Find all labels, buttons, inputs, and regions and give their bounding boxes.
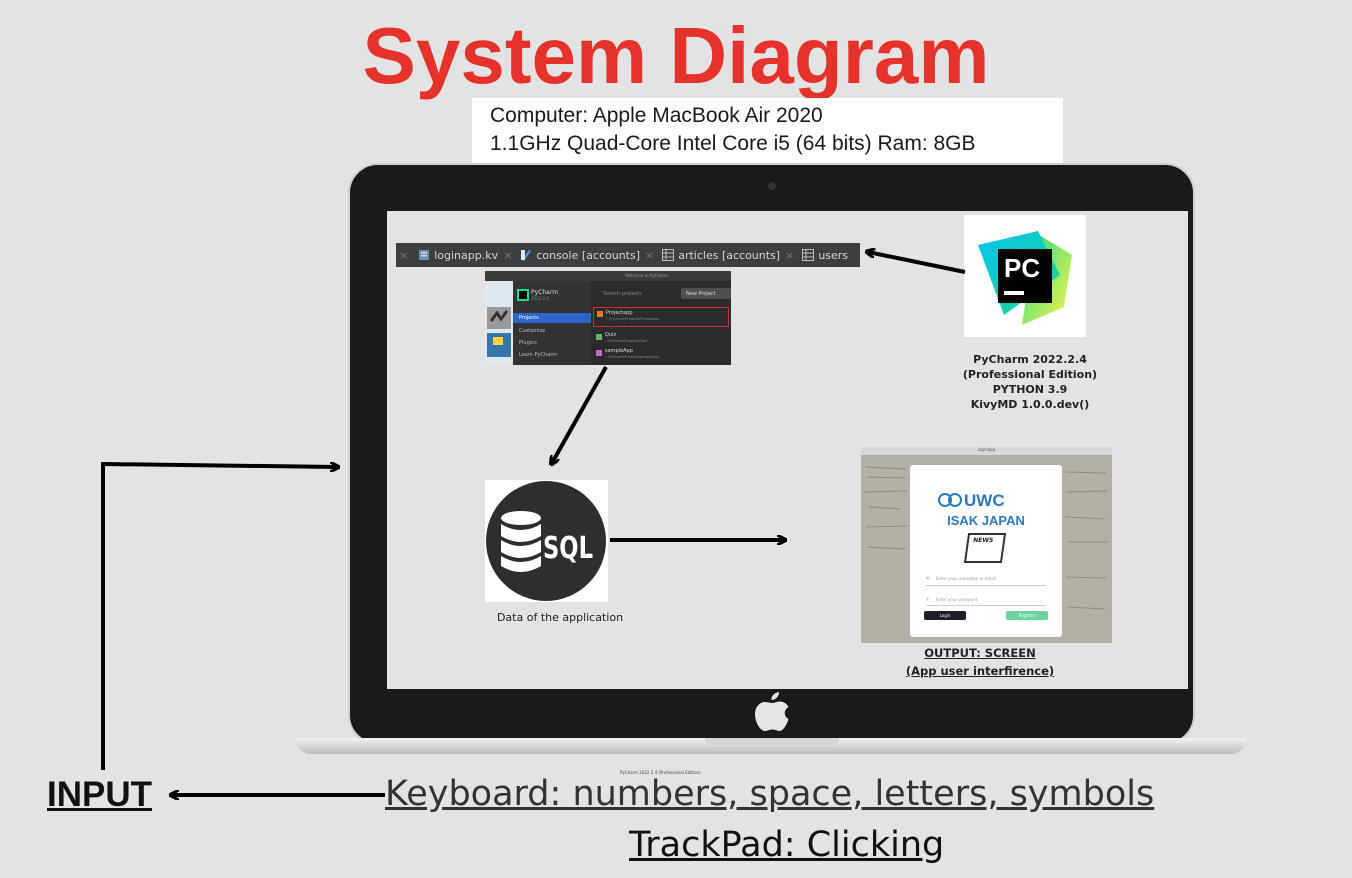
brand-line-uwc: UWC <box>964 491 1005 510</box>
project-path: ~/PycharmProjects/Projectapp <box>606 317 659 321</box>
close-icon[interactable]: × <box>399 248 409 262</box>
sql-logo-text: SQL <box>543 531 593 566</box>
close-icon[interactable]: × <box>503 248 513 262</box>
welcome-app-version: 2022.2.4 <box>531 296 549 301</box>
output-caption: OUTPUT: SCREEN (App user interfirence) <box>880 644 1080 680</box>
sidebar-item-plugins[interactable]: Plugins <box>519 340 537 346</box>
tiny-caption: PyCharm 2022.2.4 (Professional Edition) <box>620 770 701 775</box>
camera-icon <box>768 182 776 190</box>
project-icon <box>596 334 602 340</box>
close-icon[interactable]: × <box>645 248 655 262</box>
kv-file-icon <box>418 249 430 261</box>
pycharm-version: PyCharm 2022.2.4 <box>973 353 1087 366</box>
pycharm-logo-text: PC <box>1004 253 1040 283</box>
pycharm-logo: PC <box>964 215 1086 337</box>
specs-line-computer: Computer: Apple MacBook Air 2020 <box>490 104 823 127</box>
tab-users[interactable]: users <box>798 243 852 267</box>
welcome-app-name: PyCharm <box>531 289 559 296</box>
key-icon: ⚷ <box>926 596 929 601</box>
login-card: UWC ISAK JAPAN NEWS ▤ Enter your usernam… <box>910 465 1062 637</box>
diagram-title: System Diagram <box>362 11 990 100</box>
tab-articles-accounts[interactable]: articles [accounts] × <box>658 243 798 267</box>
tab-console-accounts[interactable]: console [accounts] × <box>516 243 658 267</box>
sidebar-item-customize[interactable]: Customize <box>519 328 546 334</box>
arrow-input-to-laptop <box>101 464 337 770</box>
welcome-left-strip <box>485 281 513 365</box>
apple-logo-icon <box>755 692 789 731</box>
welcome-window-title: Welcome to PyCharm <box>625 273 668 278</box>
sql-database-icon: SQL <box>486 481 606 601</box>
sidebar-item-label: Projects <box>519 315 539 321</box>
new-project-label: New Project <box>686 291 716 297</box>
username-input[interactable]: Enter your username or email <box>936 576 996 581</box>
tab-label: loginapp.kv <box>434 248 499 262</box>
sql-logo: SQL <box>485 480 608 602</box>
project-name: Quiz <box>605 332 617 338</box>
password-input[interactable]: Enter your password <box>936 597 978 602</box>
login-button[interactable]: Login <box>924 611 966 620</box>
input-label: INPUT <box>47 775 152 814</box>
register-button-label: Register <box>1018 613 1036 618</box>
sidebar-item-projects[interactable]: Projects <box>513 313 591 323</box>
login-button-label: Login <box>939 613 951 618</box>
pycharm-welcome-screenshot: Welcome to PyCharm PyCharm 2022.2.4 Proj… <box>485 271 731 365</box>
project-icon <box>596 350 602 356</box>
app-output-screenshot: loginapp UWC ISAK JAPAN NEWS ▤ Enter you… <box>861 447 1112 643</box>
project-icon <box>597 311 603 317</box>
welcome-title-bar: Welcome to PyCharm <box>485 271 731 281</box>
brand-line-isak: ISAK JAPAN <box>947 513 1025 528</box>
project-item-sampleapp[interactable]: sampleApp ~/PycharmProjects/sampleApp <box>593 347 729 361</box>
new-project-button[interactable]: New Project <box>681 288 731 299</box>
kivymd-version: KivyMD 1.0.0.dev() <box>970 398 1090 411</box>
close-icon[interactable]: × <box>785 248 795 262</box>
laptop-base <box>296 738 1246 754</box>
arrow-welcome-to-sql <box>552 366 608 463</box>
project-name: sampleApp <box>605 348 633 354</box>
keyboard-label: Keyboard: numbers, space, letters, symbo… <box>385 774 1155 814</box>
welcome-main: Search projects New Project Projectapp ~… <box>591 281 731 365</box>
project-item-projectapp[interactable]: Projectapp ~/PycharmProjects/Projectapp <box>593 307 729 327</box>
laptop-notch <box>705 738 839 745</box>
table-icon <box>662 249 675 261</box>
python-version: PYTHON 3.9 <box>992 383 1068 396</box>
table-icon <box>802 249 815 261</box>
welcome-sidebar: PyCharm 2022.2.4 Projects Customize Plug… <box>513 281 591 365</box>
register-button[interactable]: Register <box>1006 611 1048 620</box>
output-caption-line2: (App user interfirence) <box>905 664 1055 678</box>
project-path: ~/PycharmProjects/Quiz <box>605 339 648 343</box>
pycharm-icon: PC <box>978 231 1072 325</box>
uwc-globe-icon <box>938 493 962 507</box>
tab-label: articles [accounts] <box>678 248 781 262</box>
project-item-quiz[interactable]: Quiz ~/PycharmProjects/Quiz <box>593 331 729 345</box>
search-projects-input[interactable]: Search projects <box>603 291 642 297</box>
project-path: ~/PycharmProjects/sampleApp <box>605 355 659 359</box>
ide-tab-bar: × loginapp.kv × console [accounts] × art… <box>396 243 860 267</box>
console-icon <box>520 249 532 261</box>
tab-loginapp-kv[interactable]: loginapp.kv × <box>414 243 516 267</box>
app-window-title: loginapp <box>861 447 1112 455</box>
tab-label: users <box>818 248 849 262</box>
computer-specs: Computer: Apple MacBook Air 2020 1.1GHz … <box>472 98 1063 168</box>
user-icon: ▤ <box>926 575 930 580</box>
pycharm-edition: (Professional Edition) <box>962 368 1098 381</box>
arrow-pycharm-to-tabs <box>868 252 966 274</box>
output-caption-line1: OUTPUT: SCREEN <box>924 646 1036 660</box>
tab-label: console [accounts] <box>536 248 640 262</box>
sidebar-item-learn-pycharm[interactable]: Learn PyCharm <box>519 352 558 358</box>
specs-line-cpu-ram: 1.1GHz Quad-Core Intel Core i5 (64 bits)… <box>490 132 976 155</box>
project-name: Projectapp <box>606 310 633 316</box>
trackpad-label: TrackPad: Clicking <box>629 825 945 865</box>
pycharm-small-icon <box>517 289 529 301</box>
project-thumbnails <box>487 307 511 357</box>
sql-caption: Data of the application <box>496 611 624 624</box>
pycharm-caption: PyCharm 2022.2.4 (Professional Edition) … <box>930 352 1130 412</box>
